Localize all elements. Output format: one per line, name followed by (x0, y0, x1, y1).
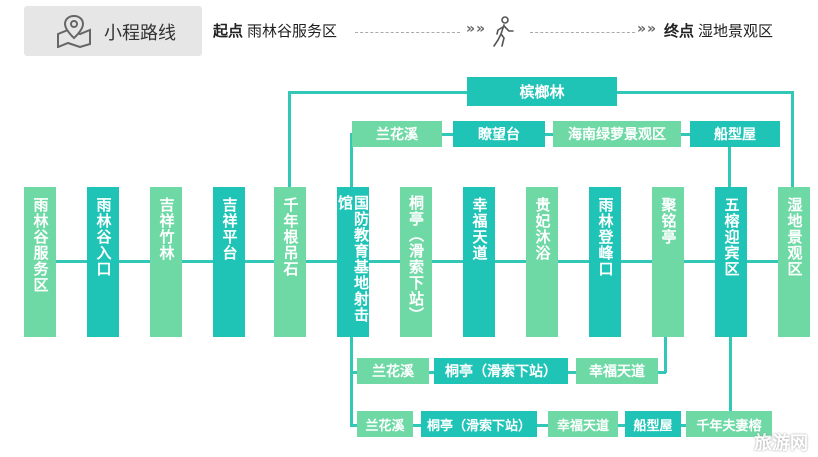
stop-lower-branch-2: 幸福天道 (548, 411, 618, 437)
end-point: 终点湿地景观区 (664, 20, 773, 41)
stop-lower-branch-2: 兰花溪 (357, 411, 413, 437)
stop-main: 雨林谷服务区 (24, 187, 56, 337)
page-title: 小程路线 (104, 23, 176, 44)
stop-main: 雨林登峰口 (589, 187, 621, 337)
stop-main: 吉祥平台 (213, 187, 245, 337)
stop-upper-branch: 海南绿萝景观区 (553, 121, 681, 147)
stop-main: 聚铭亭 (652, 187, 684, 337)
stop-main: 吉祥竹林 (150, 187, 182, 337)
start-label: 起点 (213, 22, 244, 40)
start-point: 起点雨林谷服务区 (213, 20, 337, 41)
stop-lower-branch-2: 桐亭（滑索下站） (421, 411, 537, 437)
chevron-right-icon: » (637, 21, 646, 37)
end-label: 终点 (664, 22, 695, 40)
stop-main: 五榕迎宾区 (715, 187, 747, 337)
stop-lower-branch-1: 幸福天道 (576, 358, 658, 384)
chevron-right-icon: » (647, 21, 656, 37)
start-value: 雨林谷服务区 (247, 22, 338, 40)
top-route-right-line (791, 91, 794, 187)
stop-upper-branch: 瞭望台 (453, 121, 545, 147)
chevron-right-icon: » (476, 21, 485, 37)
walking-person-icon (493, 16, 514, 47)
route-dash-right (530, 32, 635, 33)
watermark: 旅游网 (754, 433, 808, 454)
route-dash-left (355, 32, 460, 33)
stop-upper-branch: 船型屋 (690, 121, 780, 147)
header-route-box: 小程路线 (24, 6, 202, 56)
stop-main: 桐亭（滑索下站） (400, 187, 432, 337)
lower-branch-stem-line (350, 337, 353, 425)
stop-upper-branch: 兰花溪 (352, 121, 442, 147)
stop-lower-branch-1: 桐亭（滑索下站） (434, 358, 568, 384)
stop-main: 幸福天道 (463, 187, 495, 337)
stop-lower-branch-2: 船型屋 (625, 411, 681, 437)
stop-main: 湿地景观区 (778, 187, 810, 337)
stop-main: 雨林谷入口 (87, 187, 119, 337)
lower-branch-1-right-line (664, 337, 667, 373)
map-pin-icon (57, 14, 91, 48)
top-route-left-line (288, 91, 291, 187)
stop-top-route: 槟榔林 (467, 77, 617, 106)
end-value: 湿地景观区 (698, 22, 774, 40)
lower-branch-2-right-line (729, 337, 732, 426)
stop-main: 贵妃沐浴 (526, 187, 558, 337)
upper-branch-left-line (350, 133, 353, 187)
stop-main: 国防教育基地射击馆 (336, 187, 370, 337)
lower-branch-2-line (350, 424, 732, 427)
chevron-right-icon: » (466, 21, 475, 37)
stop-lower-branch-1: 兰花溪 (357, 358, 429, 384)
upper-branch-right-line (728, 133, 731, 187)
stop-main: 千年根吊石 (274, 187, 306, 337)
stop-lower-branch-2: 千年夫妻榕 (686, 411, 772, 437)
